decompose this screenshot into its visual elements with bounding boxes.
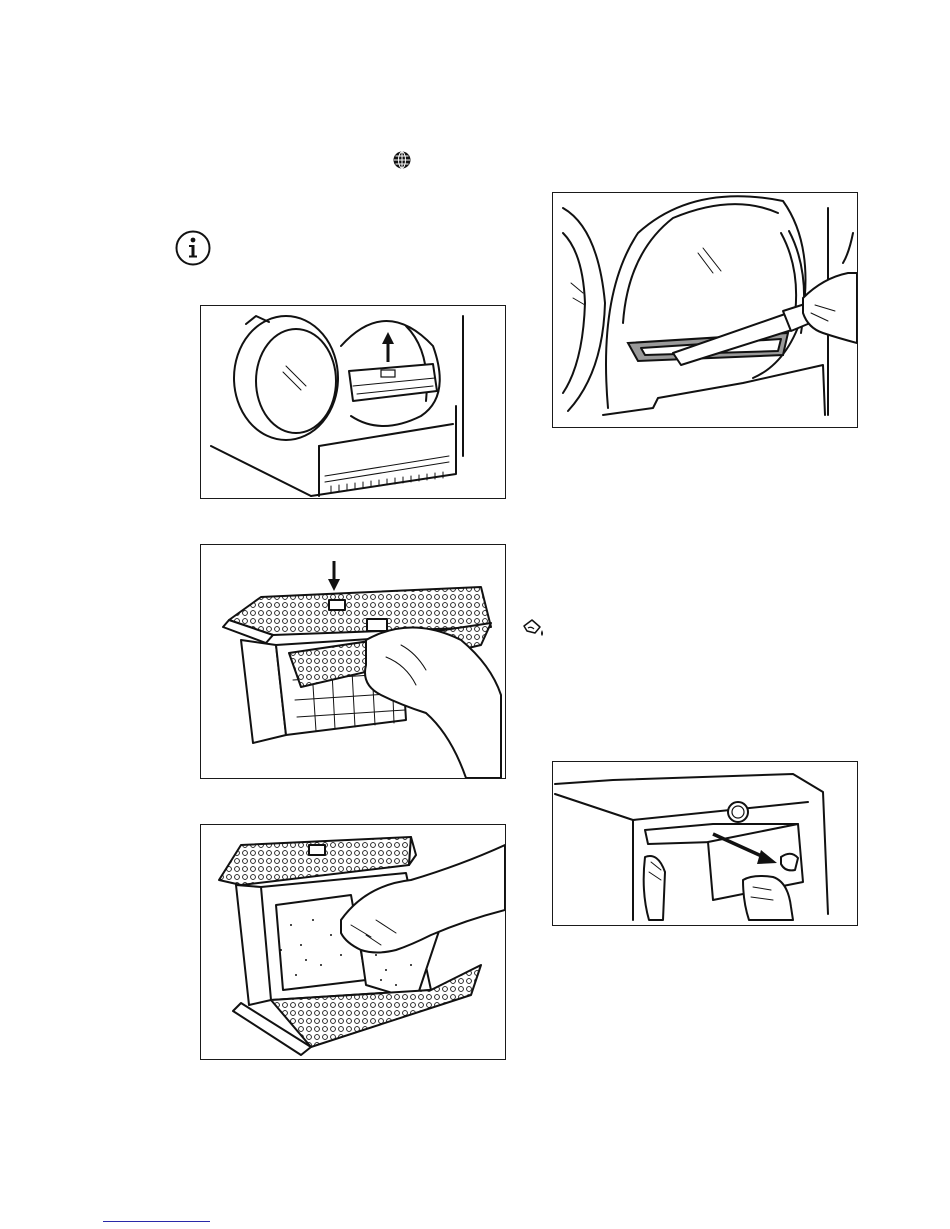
figure-clean-filter <box>200 824 506 1060</box>
figure-lift-filter <box>200 305 506 499</box>
water-pour-icon <box>522 617 548 639</box>
info-icon <box>174 229 212 267</box>
figure-water-container <box>552 761 858 926</box>
figure-open-filter <box>200 544 506 779</box>
globe-icon <box>392 150 412 170</box>
footer-rule <box>103 1221 210 1222</box>
figure-vacuum-slot <box>552 192 858 428</box>
